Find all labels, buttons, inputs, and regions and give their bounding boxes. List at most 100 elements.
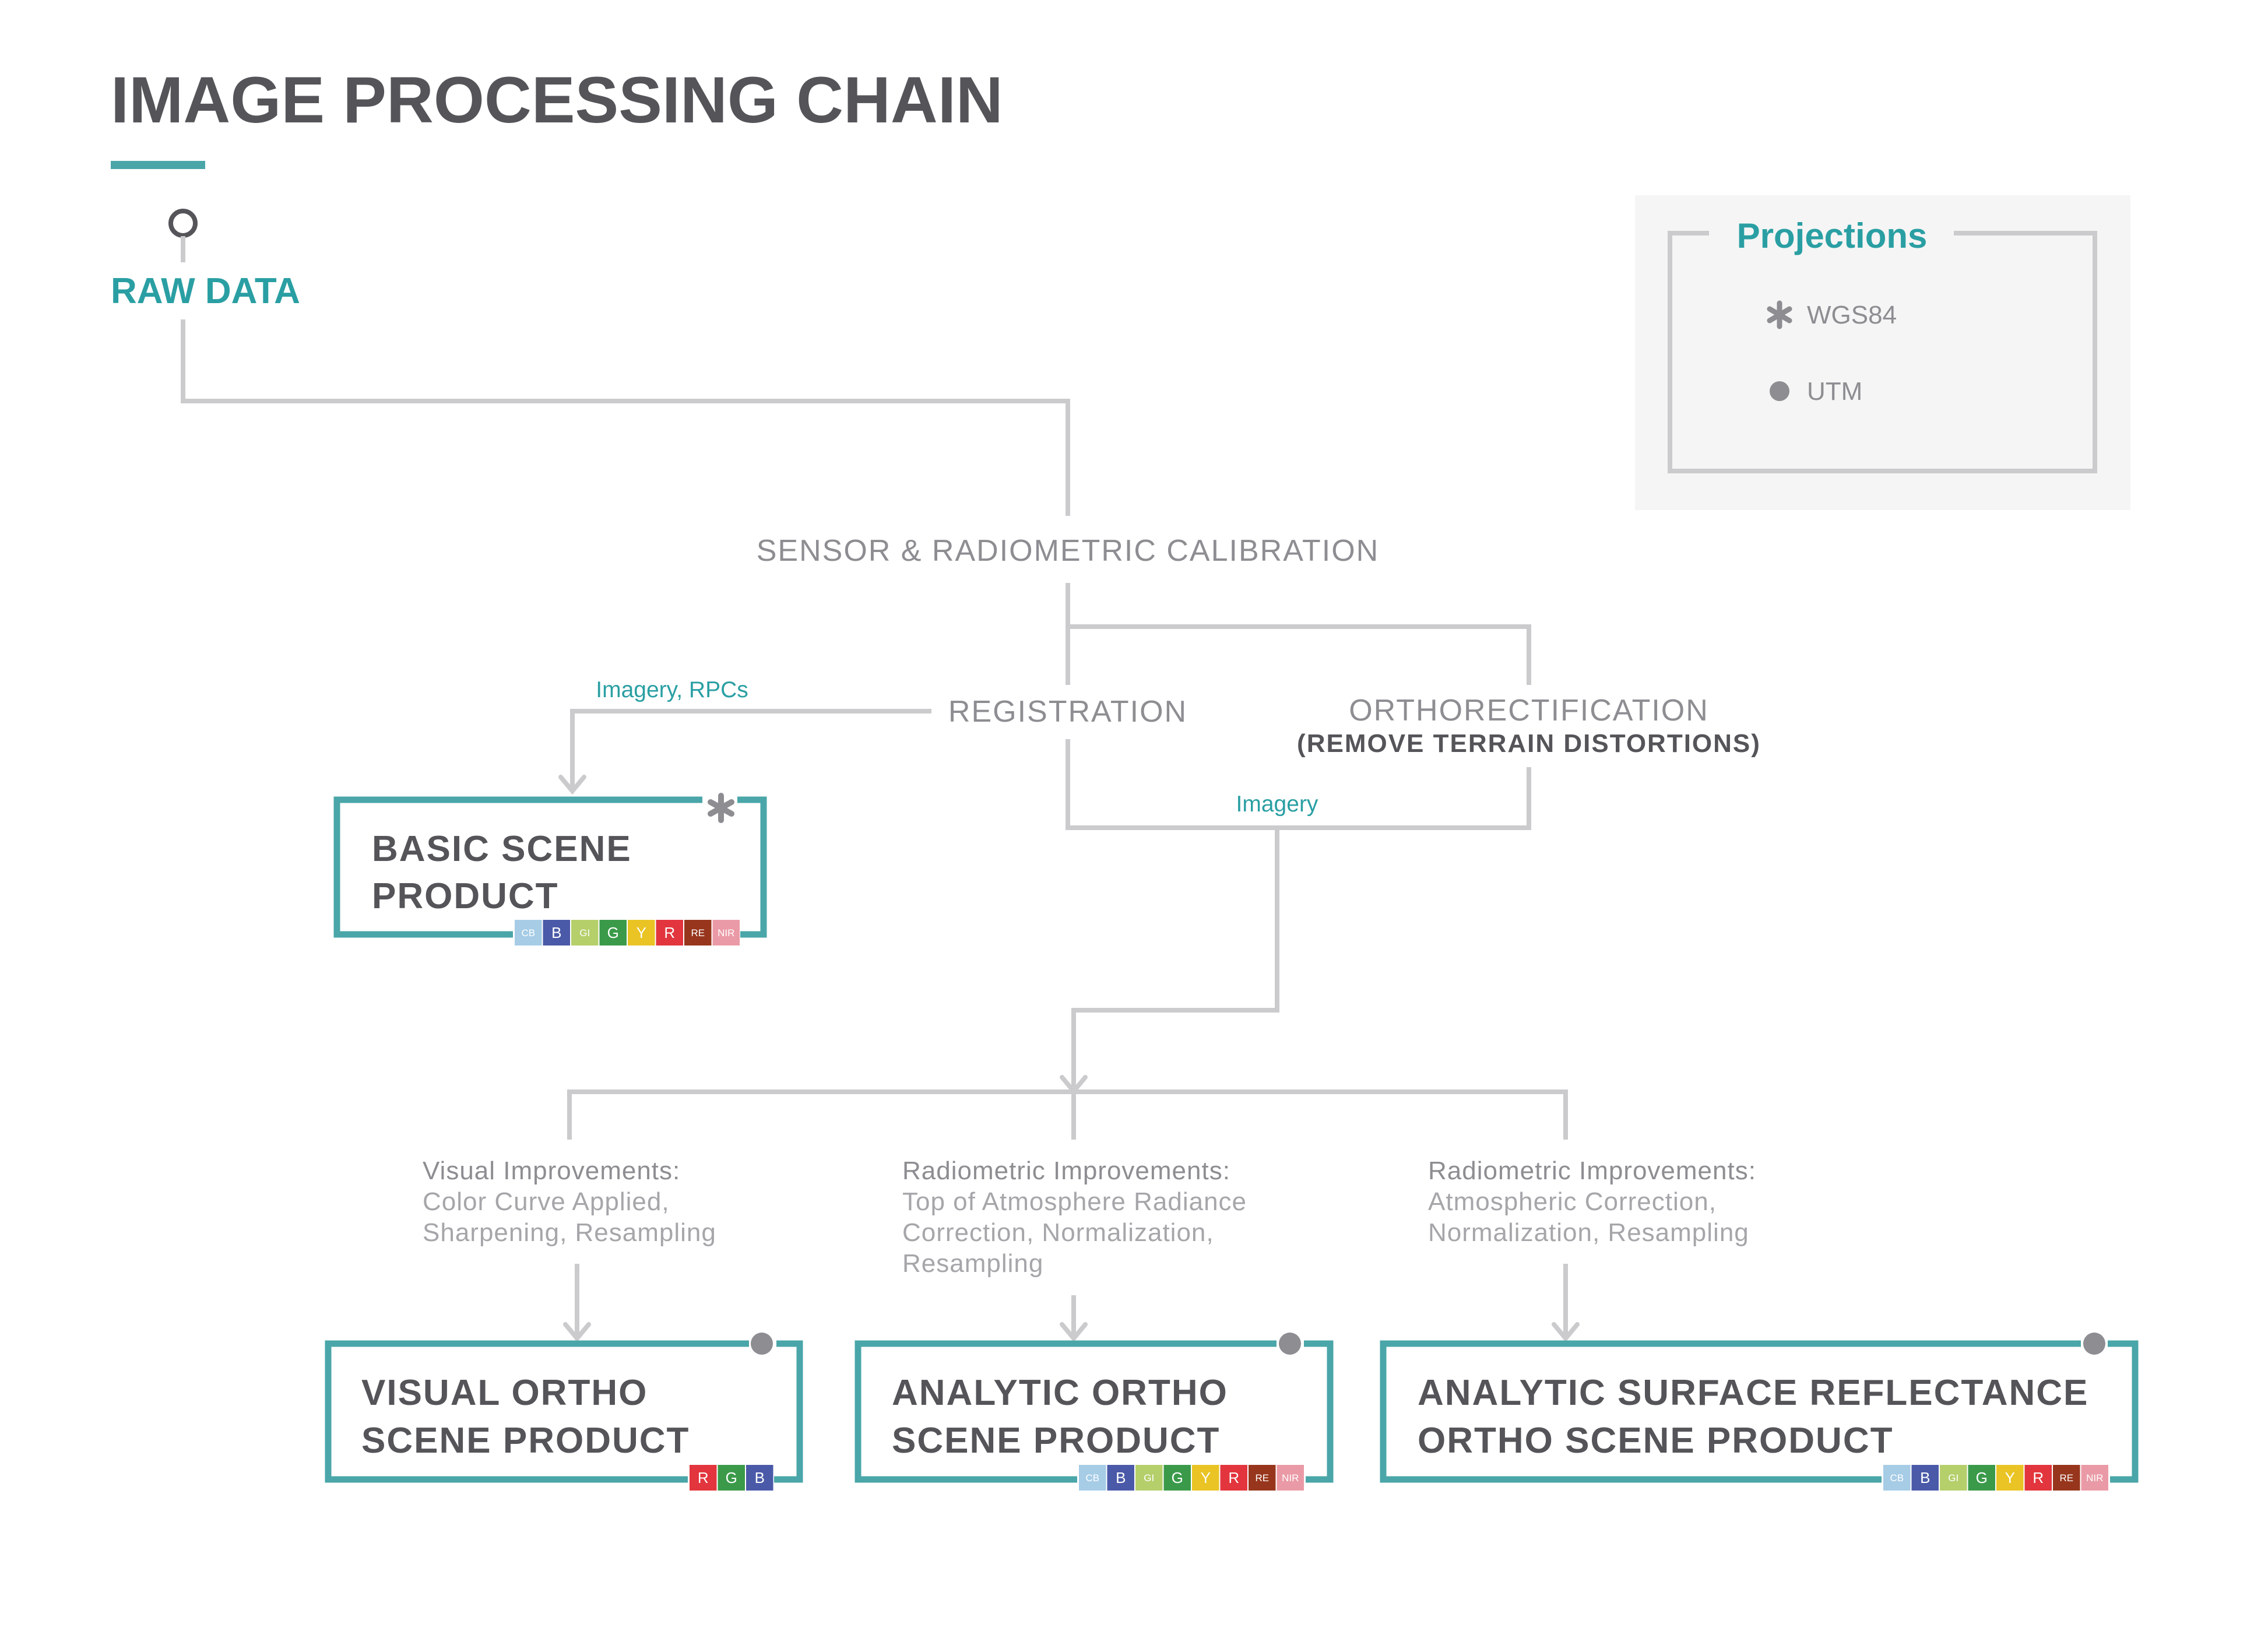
product-frame: [2108, 1340, 2139, 1483]
band-label-re: RE: [691, 927, 705, 939]
band-swatch-g: [599, 920, 627, 945]
band-label-nir: NIR: [1282, 1472, 1299, 1484]
band-label-r: R: [2033, 1469, 2044, 1486]
band-label-b: B: [755, 1469, 765, 1486]
band-swatch-y: [628, 920, 655, 945]
improvement-surface-heading: Radiometric Improvements:: [1428, 1157, 1756, 1185]
arrowheads: [558, 775, 1580, 1342]
product-title-line-2: SCENE PRODUCT: [361, 1421, 690, 1461]
product-title-line-1: BASIC SCENE: [372, 829, 632, 869]
arrowhead-surface: [1552, 1322, 1580, 1342]
raw-data-label: RAW DATA: [111, 271, 300, 311]
band-label-g: G: [1976, 1469, 1988, 1486]
improvement-analytic-line-2: Correction, Normalization,: [902, 1218, 1214, 1247]
product-title-line-2: PRODUCT: [372, 876, 559, 916]
projections-legend: Projections WGS84 UTM: [1635, 195, 2130, 510]
improvement-visual-line-2: Sharpening, Resampling: [423, 1218, 716, 1247]
band-label-re: RE: [1255, 1472, 1269, 1484]
product-frame: [1304, 1340, 1334, 1483]
connector-raw-to-calibration: [181, 319, 1070, 516]
connector-calibration-to-ortho: [1068, 624, 1531, 685]
product-frame: [855, 1340, 1277, 1483]
product-frame: [333, 796, 702, 938]
band-label-gi: GI: [579, 927, 590, 939]
band-label-b: B: [1920, 1469, 1930, 1486]
connector-lines: [181, 319, 1568, 1335]
band-swatch-gi: [1940, 1465, 1967, 1491]
band-label-r: R: [1228, 1469, 1239, 1486]
band-swatch-r: [656, 920, 683, 945]
product-frame: [737, 796, 767, 938]
asterisk-icon: [708, 793, 734, 823]
dot-icon: [751, 1333, 773, 1355]
improvement-visual: Visual Improvements: Color Curve Applied…: [423, 1157, 716, 1247]
band-swatch-b: [1107, 1465, 1134, 1491]
band-label-g: G: [726, 1469, 737, 1486]
improvement-surface: Radiometric Improvements: Atmospheric Co…: [1428, 1157, 1756, 1247]
band-swatch-g: [1968, 1465, 1995, 1491]
band-swatch-nir: [712, 920, 740, 945]
band-swatch-g: [1163, 1465, 1191, 1491]
product-frame: [774, 1340, 803, 1483]
arrowhead-merge: [1060, 1075, 1088, 1095]
band-label-cb: CB: [521, 927, 535, 939]
band-label-gi: GI: [1144, 1472, 1154, 1484]
legend-frame: [1668, 231, 2097, 473]
improvement-visual-heading: Visual Improvements:: [423, 1157, 680, 1185]
band-swatch-b: [543, 920, 570, 945]
band-swatch-gi: [571, 920, 599, 945]
product-title-line-1: VISUAL ORTHO: [361, 1373, 648, 1413]
asterisk-icon: [1767, 300, 1792, 329]
band-swatch-b: [746, 1465, 773, 1491]
band-swatch-cb: [1079, 1465, 1106, 1491]
band-swatch-re: [684, 920, 712, 945]
flow-label-imagery: Imagery: [1236, 792, 1318, 817]
legend-item-wgs84: WGS84: [1807, 301, 1897, 329]
page-title: IMAGE PROCESSING CHAIN: [111, 64, 1003, 136]
band-swatch-re: [2053, 1465, 2080, 1491]
connector-registration-to-basic: [570, 709, 931, 788]
product-title-line-2: SCENE PRODUCT: [892, 1421, 1220, 1461]
title-underline: [111, 161, 205, 169]
arrowhead-basic: [558, 775, 586, 795]
band-swatch-r: [690, 1465, 717, 1491]
product-title-line-1: ANALYTIC SURFACE REFLECTANCE: [1418, 1373, 2088, 1413]
band-swatch-nir: [1277, 1465, 1304, 1491]
flow-label-imagery-rpcs: Imagery, RPCs: [596, 677, 748, 702]
step-orthorectification-sub: (REMOVE TERRAIN DISTORTIONS): [1297, 729, 1761, 758]
legend-background: [1635, 195, 2130, 510]
step-registration: REGISTRATION: [948, 695, 1187, 729]
band-swatch-b: [1911, 1465, 1939, 1491]
arrowhead-analytic: [1060, 1322, 1088, 1342]
improvement-analytic-heading: Radiometric Improvements:: [902, 1157, 1230, 1185]
band-label-y: Y: [2005, 1469, 2015, 1486]
step-orthorectification: ORTHORECTIFICATION: [1349, 694, 1709, 727]
step-calibration: SENSOR & RADIOMETRIC CALIBRATION: [757, 534, 1380, 568]
band-label-cb: CB: [1890, 1472, 1904, 1484]
band-swatch-gi: [1135, 1465, 1163, 1491]
band-swatch-r: [1220, 1465, 1247, 1491]
band-label-b: B: [1116, 1469, 1126, 1486]
band-label-b: B: [551, 924, 561, 941]
product-frame: [325, 1340, 749, 1483]
band-swatch-r: [2024, 1465, 2052, 1491]
product-title-line-1: ANALYTIC ORTHO: [892, 1373, 1228, 1413]
band-label-y: Y: [637, 924, 646, 941]
band-label-nir: NIR: [2086, 1472, 2103, 1484]
band-swatch-y: [1996, 1465, 2024, 1491]
band-label-nir: NIR: [718, 927, 734, 939]
improvement-analytic-line-3: Resampling: [902, 1249, 1043, 1278]
improvement-analytic-line-1: Top of Atmosphere Radiance: [902, 1187, 1247, 1216]
improvement-surface-line-2: Normalization, Resampling: [1428, 1218, 1749, 1247]
improvement-visual-line-1: Color Curve Applied,: [423, 1187, 670, 1216]
band-swatch-g: [718, 1465, 745, 1491]
connector-imagery-down: [1071, 828, 1279, 1087]
